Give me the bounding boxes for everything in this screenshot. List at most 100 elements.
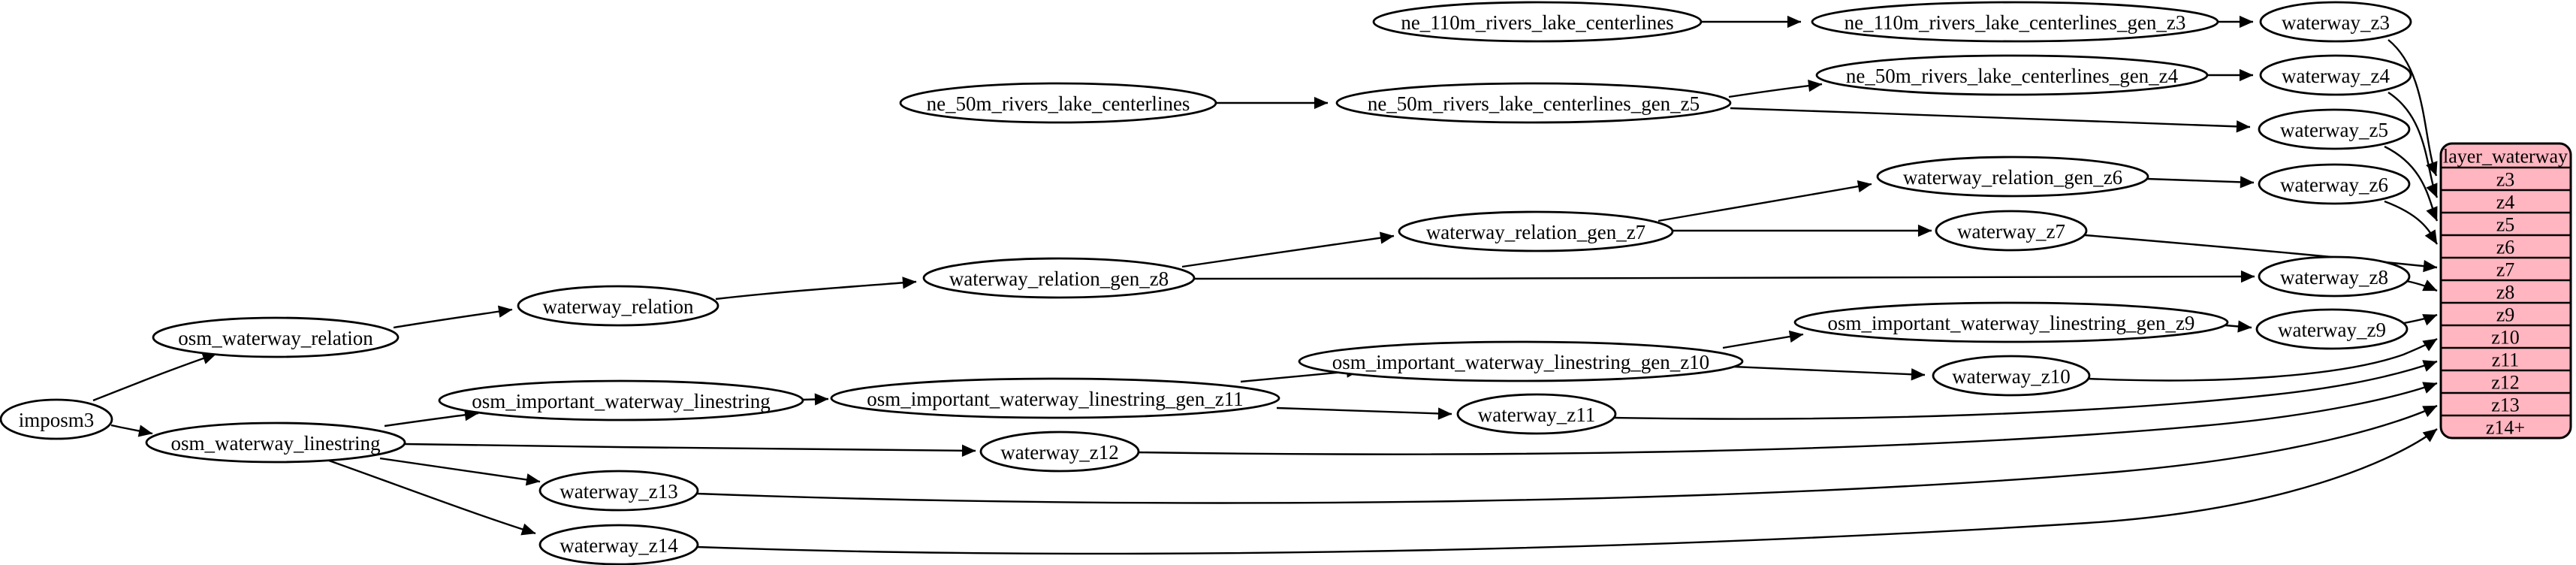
node-ne_50m_rivers_lake_centerlines-shape bbox=[899, 82, 1217, 124]
edge-osm_waterway_linestring-osm_important bbox=[384, 409, 479, 428]
table-row-z8: z8 bbox=[2496, 282, 2515, 304]
node-osm_waterway_relation-label: osm_waterway_relation bbox=[178, 327, 373, 349]
edge-gen_z10-gen_z9 bbox=[1722, 330, 1804, 349]
node-ne_110m_rivers_lake_centerlines_gen_z3: ne_110m_rivers_lake_centerlines_gen_z3 bbox=[1811, 1, 2219, 43]
edge-gen_z11-waterway_z11 bbox=[1276, 406, 1452, 420]
node-osm_waterway_linestring-shape bbox=[145, 421, 406, 464]
node-osm_important_waterway_linestring_gen_z11-shape bbox=[830, 377, 1280, 419]
node-waterway_relation_gen_z8-label: waterway_relation_gen_z8 bbox=[949, 267, 1169, 290]
node-imposm3-label: imposm3 bbox=[19, 409, 95, 431]
node-waterway_z11-shape bbox=[1456, 393, 1617, 435]
edge-waterway_relation_gen_z8-gen_z7 bbox=[1181, 231, 1395, 268]
node-waterway_z13-label: waterway_z13 bbox=[560, 480, 677, 503]
node-ne_50m_rivers_lake_centerlines-label: ne_50m_rivers_lake_centerlines bbox=[927, 92, 1190, 115]
node-waterway_relation-shape bbox=[517, 285, 719, 327]
node-waterway_relation: waterway_relation bbox=[517, 285, 719, 327]
node-waterway_z7: waterway_z7 bbox=[1935, 210, 2088, 252]
edge-osm_waterway_relation-waterway_relation bbox=[393, 305, 513, 329]
node-ne_50m_rivers_lake_centerlines_gen_z4-label: ne_50m_rivers_lake_centerlines_gen_z4 bbox=[1846, 65, 2179, 87]
edge-waterway_z10-row_z10 bbox=[2087, 337, 2438, 382]
table-layer-waterway: layer_waterway z3 z4 z5 z6 z7 z8 z9 z10 … bbox=[2439, 142, 2572, 440]
node-waterway_z3: waterway_z3 bbox=[2259, 1, 2412, 43]
edge-waterway_z9-row_z9 bbox=[2403, 313, 2438, 326]
node-waterway_z13-shape bbox=[538, 470, 699, 512]
edge-imposm3-osm_waterway_relation bbox=[92, 352, 217, 402]
edge-osm_waterway_linestring-waterway_z14 bbox=[328, 459, 536, 536]
edge-waterway_z13-row_z13 bbox=[696, 404, 2438, 504]
node-waterway_z14: waterway_z14 bbox=[538, 524, 699, 565]
node-waterway_z8: waterway_z8 bbox=[2258, 255, 2411, 298]
node-ne_50m_rivers_lake_centerlines_gen_z5: ne_50m_rivers_lake_centerlines_gen_z5 bbox=[1335, 82, 1732, 124]
edge-imposm3-osm_waterway_linestring bbox=[110, 424, 153, 437]
node-waterway_z10-shape bbox=[1932, 355, 2091, 397]
node-waterway_z5-label: waterway_z5 bbox=[2280, 119, 2388, 141]
node-waterway_z11: waterway_z11 bbox=[1456, 393, 1617, 435]
node-waterway_z10: waterway_z10 bbox=[1932, 355, 2091, 397]
edge-osm_waterway_linestring-waterway_z13 bbox=[379, 457, 541, 486]
node-ne_50m_rivers_lake_centerlines: ne_50m_rivers_lake_centerlines bbox=[899, 82, 1217, 124]
node-waterway_z8-label: waterway_z8 bbox=[2280, 266, 2388, 289]
node-ne_50m_rivers_lake_centerlines_gen_z5-label: ne_50m_rivers_lake_centerlines_gen_z5 bbox=[1368, 92, 1700, 115]
node-osm_important_waterway_linestring_gen_z10: osm_important_waterway_linestring_gen_z1… bbox=[1298, 340, 1744, 382]
node-waterway_z8-shape bbox=[2258, 255, 2411, 298]
node-waterway_z9: waterway_z9 bbox=[2255, 308, 2409, 350]
node-osm_important_waterway_linestring_gen_z9-label: osm_important_waterway_linestring_gen_z9 bbox=[1828, 312, 2195, 334]
node-imposm3: imposm3 bbox=[0, 398, 113, 440]
edge-waterway_z11-row_z11 bbox=[1614, 360, 2438, 420]
node-waterway_z6: waterway_z6 bbox=[2258, 163, 2411, 205]
node-osm_important_waterway_linestring: osm_important_waterway_linestring bbox=[438, 379, 804, 421]
node-waterway_z7-label: waterway_z7 bbox=[1957, 220, 2065, 243]
node-layer: ne_110m_rivers_lake_centerlines ne_110m_… bbox=[0, 1, 2412, 565]
table-row-z12: z12 bbox=[2491, 372, 2520, 394]
node-ne_110m_rivers_lake_centerlines_gen_z3-label: ne_110m_rivers_lake_centerlines_gen_z3 bbox=[1845, 11, 2186, 34]
node-waterway_z12: waterway_z12 bbox=[979, 431, 1140, 473]
node-waterway_z9-shape bbox=[2255, 308, 2409, 350]
edge-waterway_z5-row_z5 bbox=[2384, 145, 2439, 222]
table-row-z13: z13 bbox=[2491, 394, 2520, 416]
node-osm_important_waterway_linestring-shape bbox=[438, 379, 804, 421]
node-waterway_relation_gen_z7-label: waterway_relation_gen_z7 bbox=[1426, 221, 1645, 243]
node-imposm3-shape bbox=[0, 398, 113, 440]
table-row-z7: z7 bbox=[2496, 259, 2515, 281]
edge-waterway_z8-row_z8 bbox=[2406, 279, 2438, 292]
node-waterway_z5: waterway_z5 bbox=[2258, 108, 2411, 150]
node-waterway_z14-shape bbox=[538, 524, 699, 565]
edge-waterway_z3-row_z3 bbox=[2387, 39, 2438, 177]
node-waterway_relation_gen_z6-label: waterway_relation_gen_z6 bbox=[1903, 166, 2122, 189]
node-osm_important_waterway_linestring_gen_z10-shape bbox=[1298, 340, 1744, 382]
table-row-z6: z6 bbox=[2496, 237, 2515, 258]
node-waterway_relation-label: waterway_relation bbox=[543, 295, 694, 318]
node-waterway_relation_gen_z8-shape bbox=[922, 257, 1196, 299]
node-osm_waterway_relation: osm_waterway_relation bbox=[152, 316, 400, 358]
node-osm_waterway_linestring-label: osm_waterway_linestring bbox=[171, 432, 381, 455]
node-waterway_relation_gen_z7-shape bbox=[1398, 210, 1674, 252]
node-waterway_relation_gen_z6: waterway_relation_gen_z6 bbox=[1876, 156, 2149, 198]
node-waterway_z3-label: waterway_z3 bbox=[2282, 11, 2390, 34]
edge-waterway_relation-gen_z8 bbox=[715, 276, 917, 301]
node-osm_important_waterway_linestring-label: osm_important_waterway_linestring bbox=[472, 390, 770, 412]
node-waterway_z4: waterway_z4 bbox=[2259, 54, 2412, 96]
table-title: layer_waterway bbox=[2443, 146, 2568, 168]
table-row-z9: z9 bbox=[2496, 304, 2515, 326]
table-row-z11: z11 bbox=[2492, 349, 2520, 371]
node-osm_waterway_relation-shape bbox=[152, 316, 400, 358]
node-waterway_z11-label: waterway_z11 bbox=[1478, 403, 1595, 426]
node-ne_50m_rivers_lake_centerlines_gen_z4-shape bbox=[1815, 54, 2209, 96]
node-ne_110m_rivers_lake_centerlines_gen_z3-shape bbox=[1811, 1, 2219, 43]
node-waterway_z4-label: waterway_z4 bbox=[2282, 65, 2390, 87]
edge-ne_50m_gen_z5-gen_z4 bbox=[1728, 80, 1823, 98]
table-row-z14: z14+ bbox=[2486, 417, 2525, 439]
edge-waterway_z6-row_z6 bbox=[2384, 200, 2439, 245]
node-osm_important_waterway_linestring_gen_z10-label: osm_important_waterway_linestring_gen_z1… bbox=[1332, 351, 1709, 373]
node-waterway_z12-shape bbox=[979, 431, 1140, 473]
node-waterway_z4-shape bbox=[2259, 54, 2412, 96]
edge-osm_waterway_linestring-waterway_z12 bbox=[404, 443, 976, 458]
node-waterway_z3-shape bbox=[2259, 1, 2412, 43]
node-waterway_relation_gen_z8: waterway_relation_gen_z8 bbox=[922, 257, 1196, 299]
node-waterway_z13: waterway_z13 bbox=[538, 470, 699, 512]
edge-layer bbox=[92, 15, 2439, 555]
node-waterway_z7-shape bbox=[1935, 210, 2088, 252]
edge-waterway_z4-row_z4 bbox=[2387, 91, 2439, 198]
table-row-z10: z10 bbox=[2491, 327, 2520, 349]
